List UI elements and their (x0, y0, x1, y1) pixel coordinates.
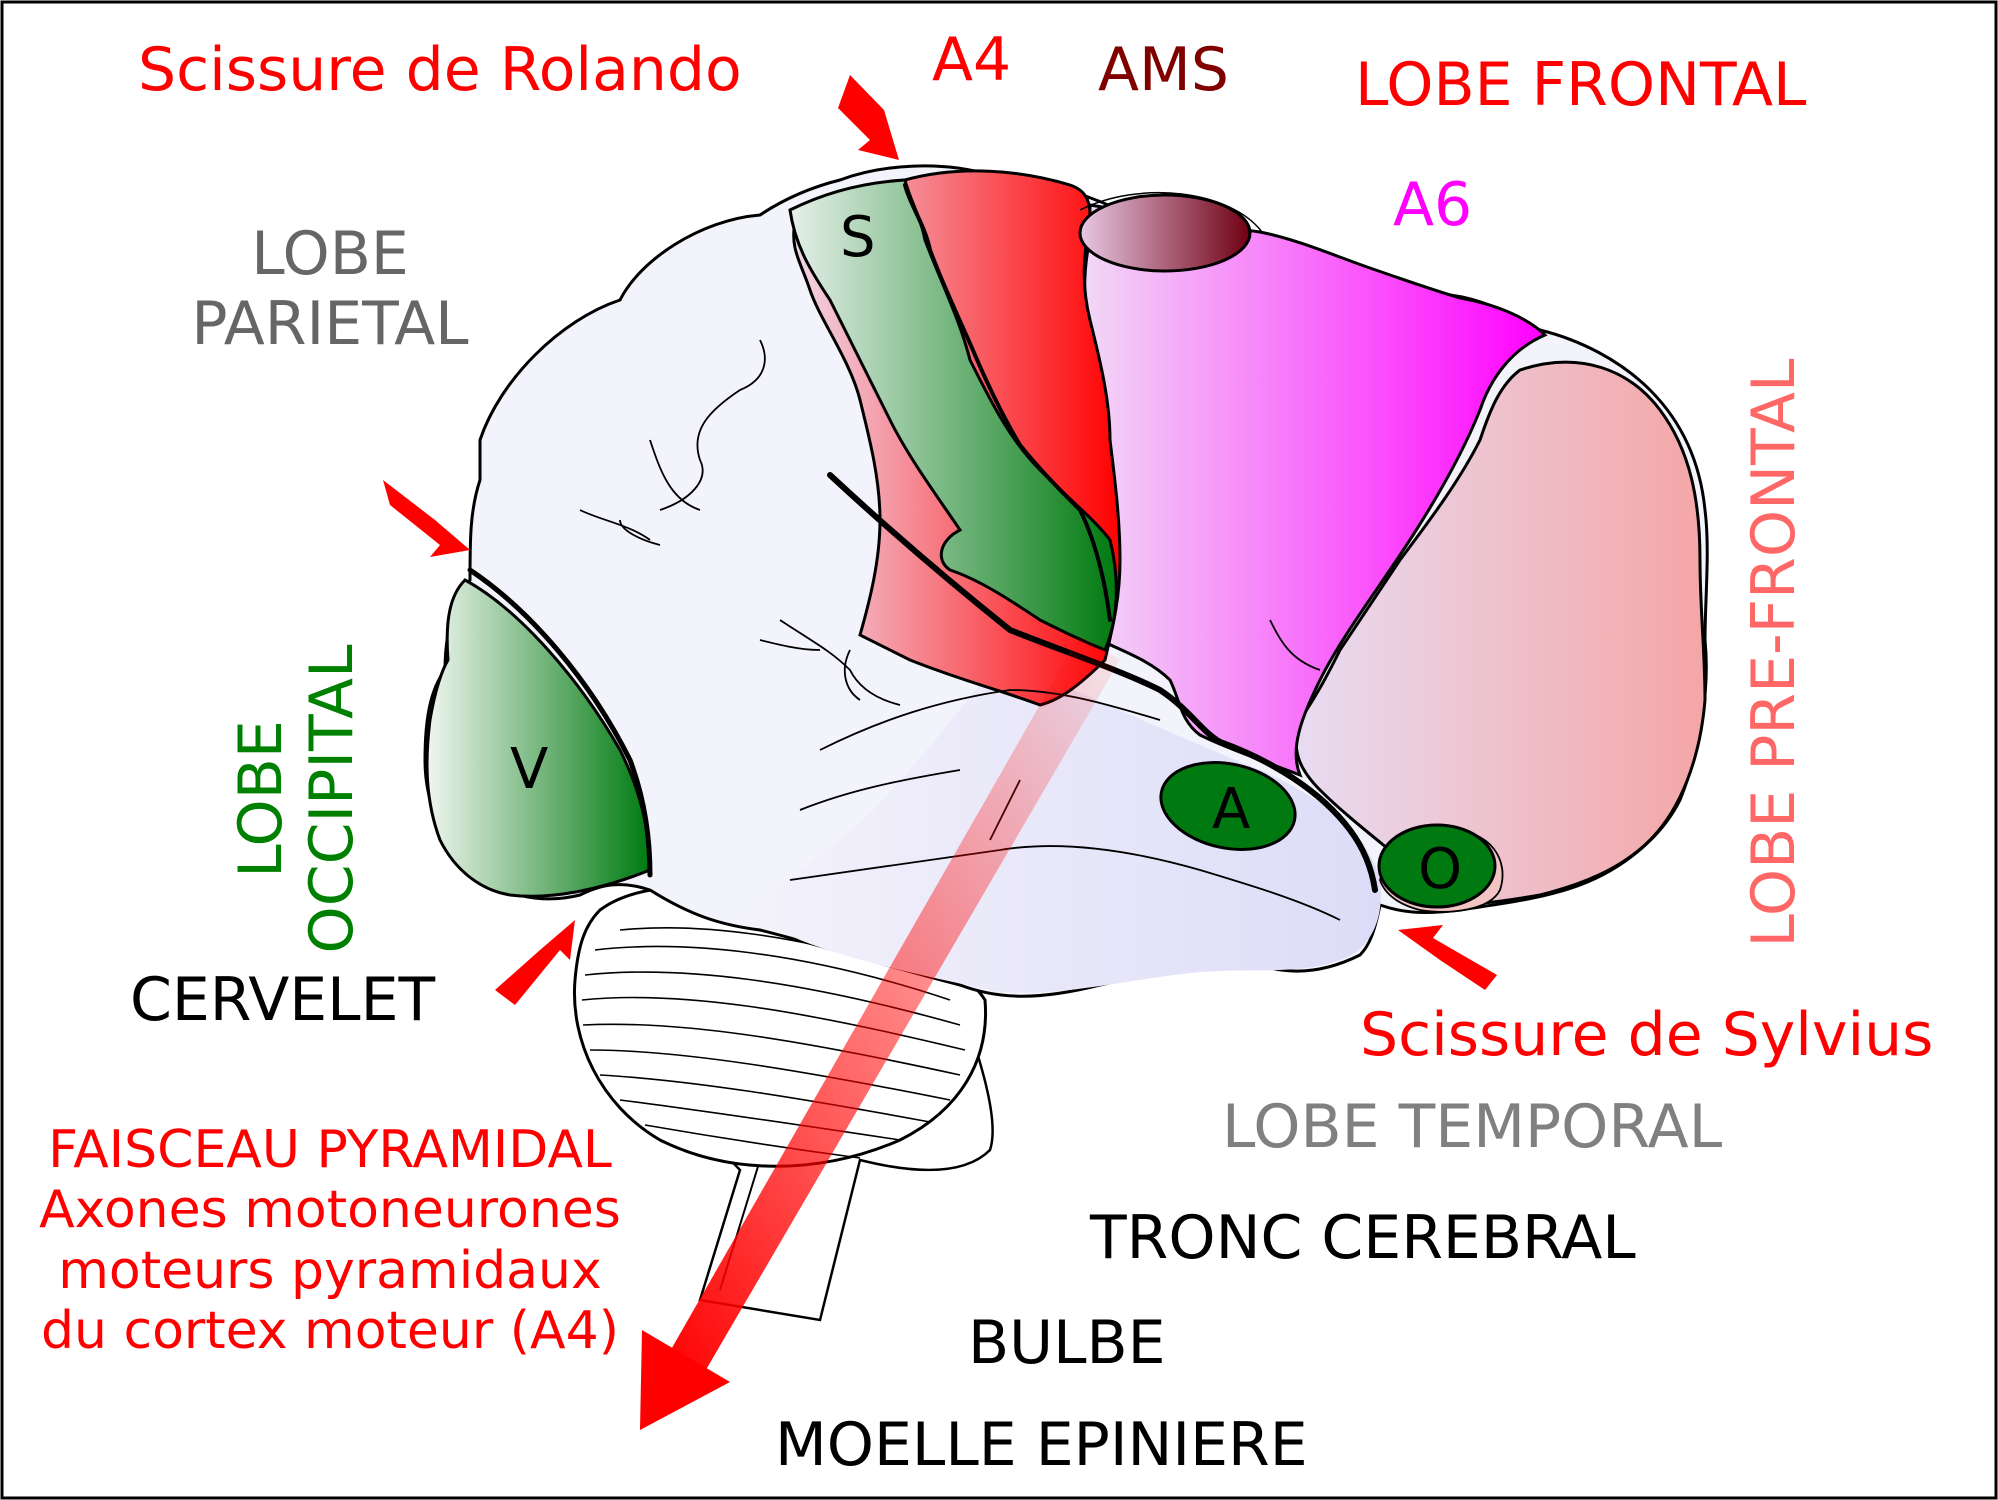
faisceau-line-4: du cortex moteur (A4) (41, 1300, 619, 1361)
label-lobe-occipital-line2: OCCIPITAL (296, 644, 367, 954)
lateral-fissure (827, 472, 1378, 893)
area-label-v: V (510, 737, 549, 802)
label-lobe-parietal-line1: LOBE (251, 219, 409, 289)
pyramidal-tract (665, 635, 1120, 1380)
arrow-sylvius-icon (1398, 925, 1497, 990)
label-bulbe: BULBE (968, 1308, 1166, 1378)
label-lobe-occipital-line1: LOBE (226, 720, 296, 878)
label-scissure-rolando: Scissure de Rolando (138, 35, 742, 105)
area-label-s: S (840, 205, 876, 270)
label-scissure-sylvius: Scissure de Sylvius (1360, 1000, 1934, 1070)
label-a4: A4 (932, 25, 1012, 95)
label-ams: AMS (1098, 35, 1229, 105)
temporal-lobe (740, 660, 1381, 993)
visual-area (425, 578, 652, 898)
label-lobe-temporal: LOBE TEMPORAL (1222, 1092, 1723, 1162)
area-label-a: A (1212, 777, 1251, 842)
label-tronc-cerebral: TRONC CEREBRAL (1090, 1203, 1636, 1273)
area-label-o: O (1418, 837, 1463, 902)
label-faisceau-pyramidal: FAISCEAU PYRAMIDAL Axones motoneurones m… (15, 1120, 645, 1361)
central-sulcus (903, 183, 1112, 622)
supplementary-motor-area (1078, 193, 1252, 273)
olfactory-area (1377, 823, 1497, 909)
label-lobe-occipital: LOBE OCCIPITAL (226, 629, 368, 969)
label-moelle-epiniere: MOELLE EPINIERE (775, 1410, 1308, 1480)
faisceau-line-3: moteurs pyramidaux (58, 1240, 602, 1301)
label-lobe-parietal-line2: PARIETAL (191, 288, 469, 359)
label-cervelet: CERVELET (130, 965, 436, 1035)
label-lobe-parietal: LOBE PARIETAL (180, 219, 480, 359)
ams-outer-line (1079, 191, 1263, 233)
arrow-rolando-icon (838, 75, 899, 160)
faisceau-line-1: FAISCEAU PYRAMIDAL (48, 1120, 612, 1180)
auditory-area (1159, 761, 1297, 851)
parieto-occipital-fissure (467, 567, 653, 878)
arrow-parieto-occipital-icon (383, 480, 470, 557)
arrow-cervelet-icon (495, 920, 575, 1005)
arrow-pyramidal-tract-icon (640, 1330, 730, 1430)
label-a6: A6 (1393, 170, 1473, 240)
label-lobe-prefrontal: LOBE PRE-FRONTAL (1739, 358, 1809, 948)
faisceau-line-2: Axones motoneurones (39, 1180, 621, 1241)
label-lobe-frontal: LOBE FRONTAL (1355, 50, 1807, 120)
